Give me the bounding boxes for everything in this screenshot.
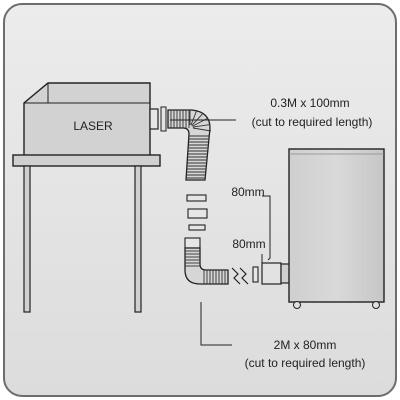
table-leg-left xyxy=(23,165,31,313)
reducer-ring xyxy=(186,194,207,202)
unit-inlet-adapter xyxy=(252,262,291,285)
loose-adapter-parts xyxy=(186,194,208,231)
laser-exhaust-port xyxy=(149,108,159,130)
hose-clip xyxy=(188,224,206,231)
laser-label: LASER xyxy=(73,119,113,133)
hose-rib xyxy=(192,124,211,128)
castor-wheel-right xyxy=(372,301,380,309)
leader-lines xyxy=(170,119,271,346)
hose-rib xyxy=(192,127,212,132)
lower-hose-cuff xyxy=(184,237,201,249)
upper-flexible-hose xyxy=(160,106,212,181)
table-top xyxy=(12,154,161,167)
table xyxy=(12,154,161,313)
reducer-collar xyxy=(187,208,208,219)
hose-rib xyxy=(190,110,197,126)
lower-hose-size-label: 2M x 80mm xyxy=(274,338,337,352)
adapter-upper-size-label: 80mm xyxy=(231,185,264,199)
upper-hose-cut-note: (cut to required length) xyxy=(252,115,373,129)
lower-hose-cut-note: (cut to required length) xyxy=(245,356,366,370)
hose-cuff-laser-side xyxy=(160,106,167,132)
adapter-lower-size-label: 80mm xyxy=(232,237,265,251)
hose-break-symbol xyxy=(231,267,241,285)
laser-machine: LASER xyxy=(23,82,159,166)
lower-flexible-hose xyxy=(184,237,249,285)
upper-hose-size-label: 0.3M x 100mm xyxy=(270,96,349,110)
table-leg-right xyxy=(134,165,142,313)
castor-wheel-left xyxy=(293,301,301,309)
fume-extraction-unit xyxy=(288,148,385,309)
